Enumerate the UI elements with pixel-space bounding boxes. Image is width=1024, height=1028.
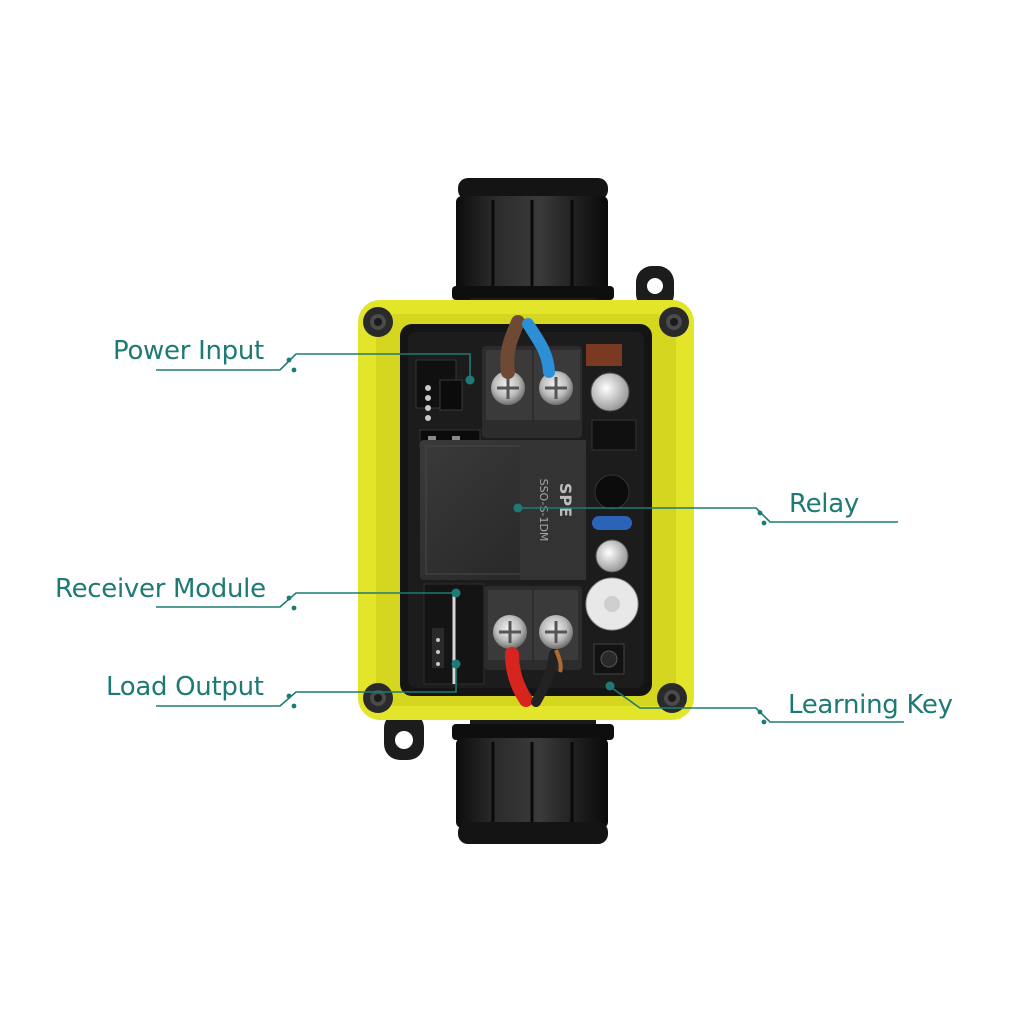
- receiver-module-label: Receiver Module: [55, 574, 266, 604]
- power-input-leader: [156, 353, 471, 378]
- top-cable-gland: [452, 178, 614, 306]
- load-output-label: Load Output: [106, 672, 264, 702]
- learning-key-leader: [611, 687, 904, 723]
- receiver-module: [423, 583, 485, 685]
- callout-lines: [156, 353, 904, 723]
- load-output-leader: [156, 666, 457, 707]
- learning-key: [593, 643, 625, 675]
- corner-screws: [363, 307, 689, 713]
- relay-label: Relay: [789, 489, 859, 519]
- pcb-components-right: [585, 344, 639, 631]
- power-input-label: Power Input: [113, 336, 264, 366]
- relay: SPE SSO-S-1DM: [420, 440, 586, 580]
- mounting-tab-bottom: [384, 712, 424, 760]
- mounting-tab-top: [636, 266, 674, 310]
- relay-brand-text: SPE: [556, 483, 575, 517]
- relay-model-text: SSO-S-1DM: [537, 479, 550, 542]
- bottom-cable-gland: [452, 718, 614, 844]
- callout-dots: [286, 357, 767, 725]
- load-output-terminal: [484, 586, 582, 707]
- relay-leader: [518, 507, 898, 523]
- learning-key-label: Learning Key: [788, 690, 953, 720]
- power-input-terminal: [482, 315, 582, 438]
